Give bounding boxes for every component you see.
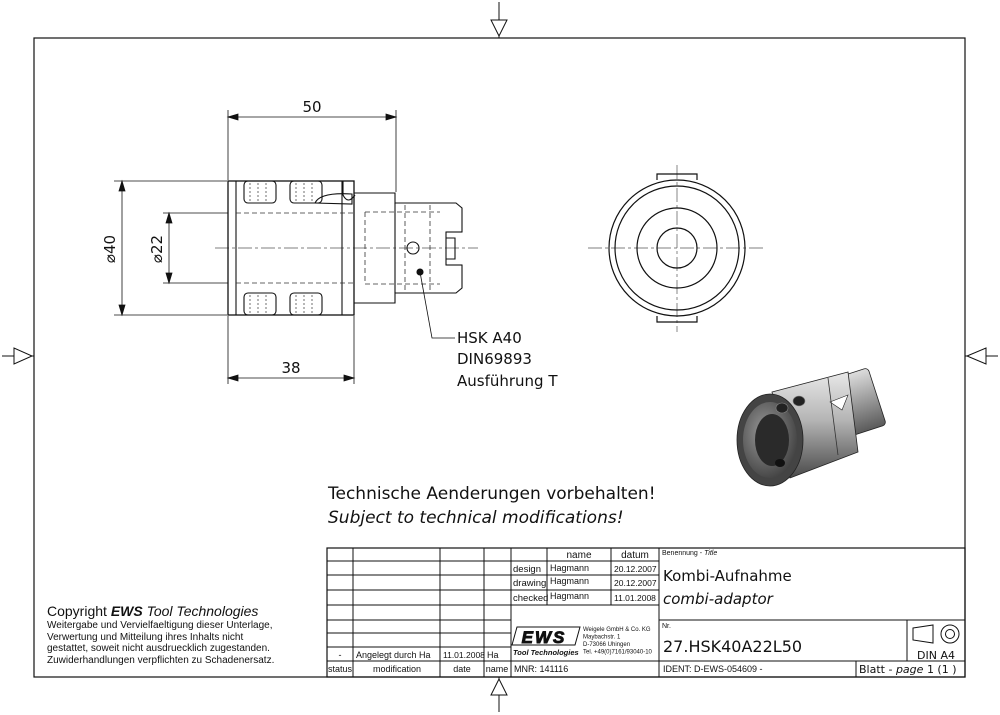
address-line-4: Tel. +49(0)7161/93040-10 bbox=[583, 650, 653, 656]
centering-mark-left bbox=[2, 347, 34, 365]
col-header-name: name bbox=[566, 550, 591, 561]
dim-diameter-outer: ⌀40 bbox=[101, 235, 119, 263]
part-number: 27.HSK40A22L50 bbox=[663, 637, 802, 656]
dim-length-total: 50 bbox=[302, 98, 321, 116]
rev-header-date: date bbox=[453, 664, 471, 674]
centering-mark-bottom bbox=[490, 677, 508, 712]
callout-line-2: DIN69893 bbox=[457, 350, 532, 368]
revision-name: Ha bbox=[487, 650, 499, 660]
title-german: Kombi-Aufnahme bbox=[663, 567, 792, 585]
revision-date: 11.01.2008 bbox=[443, 650, 485, 660]
format-label: DIN A4 bbox=[917, 649, 955, 662]
ident: IDENT: D-EWS-054609 - bbox=[663, 664, 763, 674]
side-view bbox=[215, 180, 478, 339]
copyright-line: gestattet, soweit nicht ausdruecklich zu… bbox=[47, 643, 270, 654]
row-drawing-date: 20.12.2007 bbox=[614, 578, 657, 588]
rev-header-name: name bbox=[486, 664, 509, 674]
revision-modification: Angelegt durch Ha bbox=[356, 650, 431, 660]
nr-label: Nr. bbox=[662, 623, 671, 630]
copyright-line: Weitergabe und Vervielfaeltigung dieser … bbox=[47, 620, 273, 631]
callout-line-3: Ausführung T bbox=[457, 372, 558, 390]
dimension-lines bbox=[114, 110, 398, 384]
copyright-line: Zuwiderhandlungen verpflichten zu Schade… bbox=[47, 654, 275, 666]
row-checked-label: checked bbox=[513, 593, 548, 604]
isometric-view bbox=[736, 368, 886, 487]
row-design-name: Hagmann bbox=[550, 563, 589, 573]
title-english: combi-adaptor bbox=[663, 590, 774, 608]
projection-symbol-icon bbox=[912, 624, 960, 644]
copyright-heading: Copyright EWS Tool Technologies bbox=[47, 603, 259, 619]
centering-mark-right bbox=[965, 347, 998, 365]
ews-logo: EWS bbox=[511, 626, 581, 647]
callout-leader bbox=[419, 271, 455, 339]
callout-line-1: HSK A40 bbox=[457, 329, 522, 347]
title-block-grid bbox=[326, 547, 966, 678]
logo-subtitle: Tool Technologies bbox=[513, 648, 579, 657]
copyright-line: Verwertung und Mitteilung ihres Inhalts … bbox=[47, 631, 244, 643]
front-view bbox=[588, 165, 765, 332]
centering-mark-top bbox=[490, 2, 508, 38]
row-checked-name: Hagmann bbox=[550, 591, 589, 601]
rev-header-modification: modification bbox=[373, 664, 421, 674]
copyright-notice: Copyright EWS Tool Technologies Weiterga… bbox=[47, 603, 327, 666]
row-drawing-name: Hagmann bbox=[550, 576, 589, 586]
dim-diameter-bore: ⌀22 bbox=[148, 235, 166, 263]
title-caption: Benennung - Title bbox=[662, 550, 717, 557]
row-design-label: design bbox=[513, 564, 541, 575]
col-header-date: datum bbox=[621, 550, 649, 561]
mnr: MNR: 141116 bbox=[514, 664, 568, 674]
row-drawing-label: drawing bbox=[513, 578, 546, 589]
row-design-date: 20.12.2007 bbox=[614, 564, 657, 574]
dim-length-body: 38 bbox=[281, 359, 300, 377]
svg-text:EWS: EWS bbox=[522, 628, 567, 647]
row-checked-date: 11.01.2008 bbox=[614, 593, 656, 603]
revision-status: - bbox=[339, 650, 342, 660]
page-indicator: Blatt - page 1 (1 ) bbox=[859, 663, 957, 676]
address-line-2: Maybachstr. 1 bbox=[583, 635, 621, 641]
notice-english: Subject to technical modifications! bbox=[328, 508, 624, 528]
address-line-3: D-73066 Uhingen bbox=[583, 642, 630, 648]
address-line-1: Weigele GmbH & Co. KG bbox=[583, 627, 651, 633]
rev-header-status: status bbox=[328, 664, 353, 674]
notice-german: Technische Aenderungen vorbehalten! bbox=[327, 484, 656, 504]
